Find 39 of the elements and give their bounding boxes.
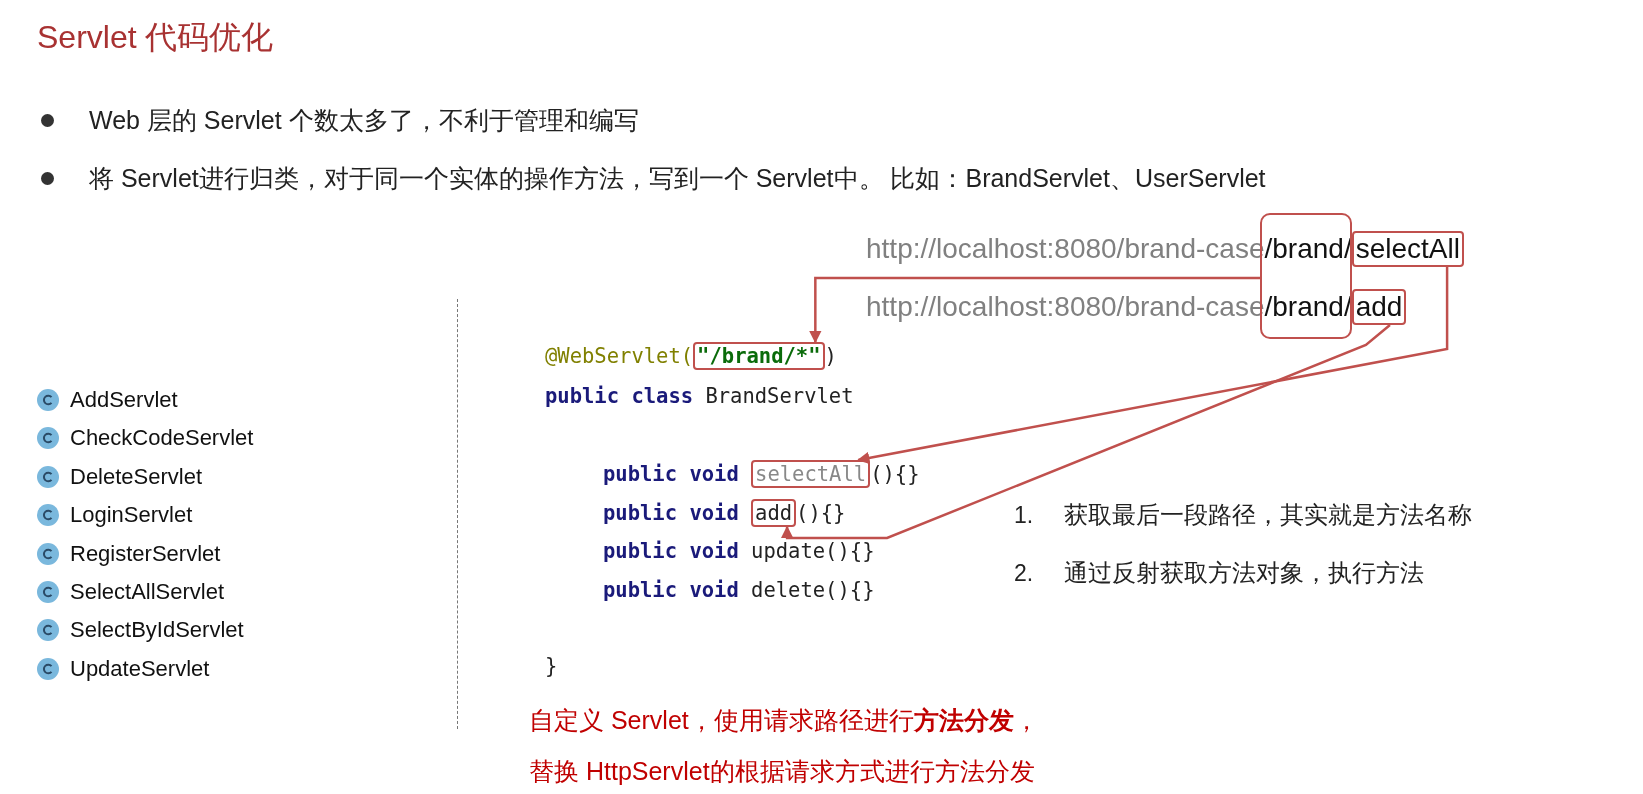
arrow (780, 324, 1391, 540)
slide-title: Servlet 代码优化 (37, 18, 274, 57)
code-text: ) (824, 344, 837, 368)
highlight-box: add (1351, 289, 1407, 325)
note-text: 替换 HttpServlet的根据请求方式进行方法分发 (529, 755, 1035, 787)
step-number: 2. (1014, 559, 1034, 587)
note-text: 自定义 Servlet，使用请求路径进行方法分发， (529, 704, 1039, 736)
highlight-box: "/brand/*" (693, 342, 825, 370)
class-name: UpdateServlet (70, 655, 210, 682)
code-text: (){} (796, 501, 846, 525)
url-text: /brand (1264, 232, 1344, 266)
step-number: 1. (1014, 501, 1034, 529)
step-text: 获取最后一段路径，其实就是方法名称 (1064, 500, 1472, 530)
code-text: delete(){} (751, 578, 875, 602)
bullet-text: 将 Servlet进行归类，对于同一个实体的操作方法，写到一个 Servlet中。 比如：BrandServlet、UserServlet (89, 162, 1266, 194)
class-name: LoginServlet (70, 502, 193, 529)
code-keyword: public void (603, 539, 739, 563)
class-name: SelectByIdServlet (70, 617, 244, 644)
arrow (857, 267, 1449, 465)
step-text: 通过反射获取方法对象，执行方法 (1064, 558, 1424, 588)
code-keyword: public void (603, 578, 739, 602)
class-name: CheckCodeServlet (70, 425, 254, 452)
code-keyword: public void (603, 462, 739, 486)
highlight-box: selectAll (1351, 231, 1464, 267)
class-name: DeleteServlet (70, 463, 203, 490)
code-keyword: public class (545, 384, 694, 408)
highlight-box: selectAll (751, 460, 871, 488)
code-text: BrandServlet (705, 384, 854, 408)
code-text: update(){} (751, 539, 875, 563)
class-name: SelectAllServlet (70, 579, 225, 605)
bullet-text: Web 层的 Servlet 个数太多了，不利于管理和编写 (89, 104, 639, 136)
code-text: (){} (870, 462, 920, 486)
code-keyword: public void (603, 501, 739, 525)
class-name: AddServlet (70, 387, 178, 413)
code-text: } (545, 654, 558, 678)
highlight-box: add (751, 499, 797, 527)
url-text: /brand (1264, 290, 1344, 324)
code-text: @WebServlet( (545, 344, 694, 368)
class-name: RegisterServlet (70, 540, 221, 567)
